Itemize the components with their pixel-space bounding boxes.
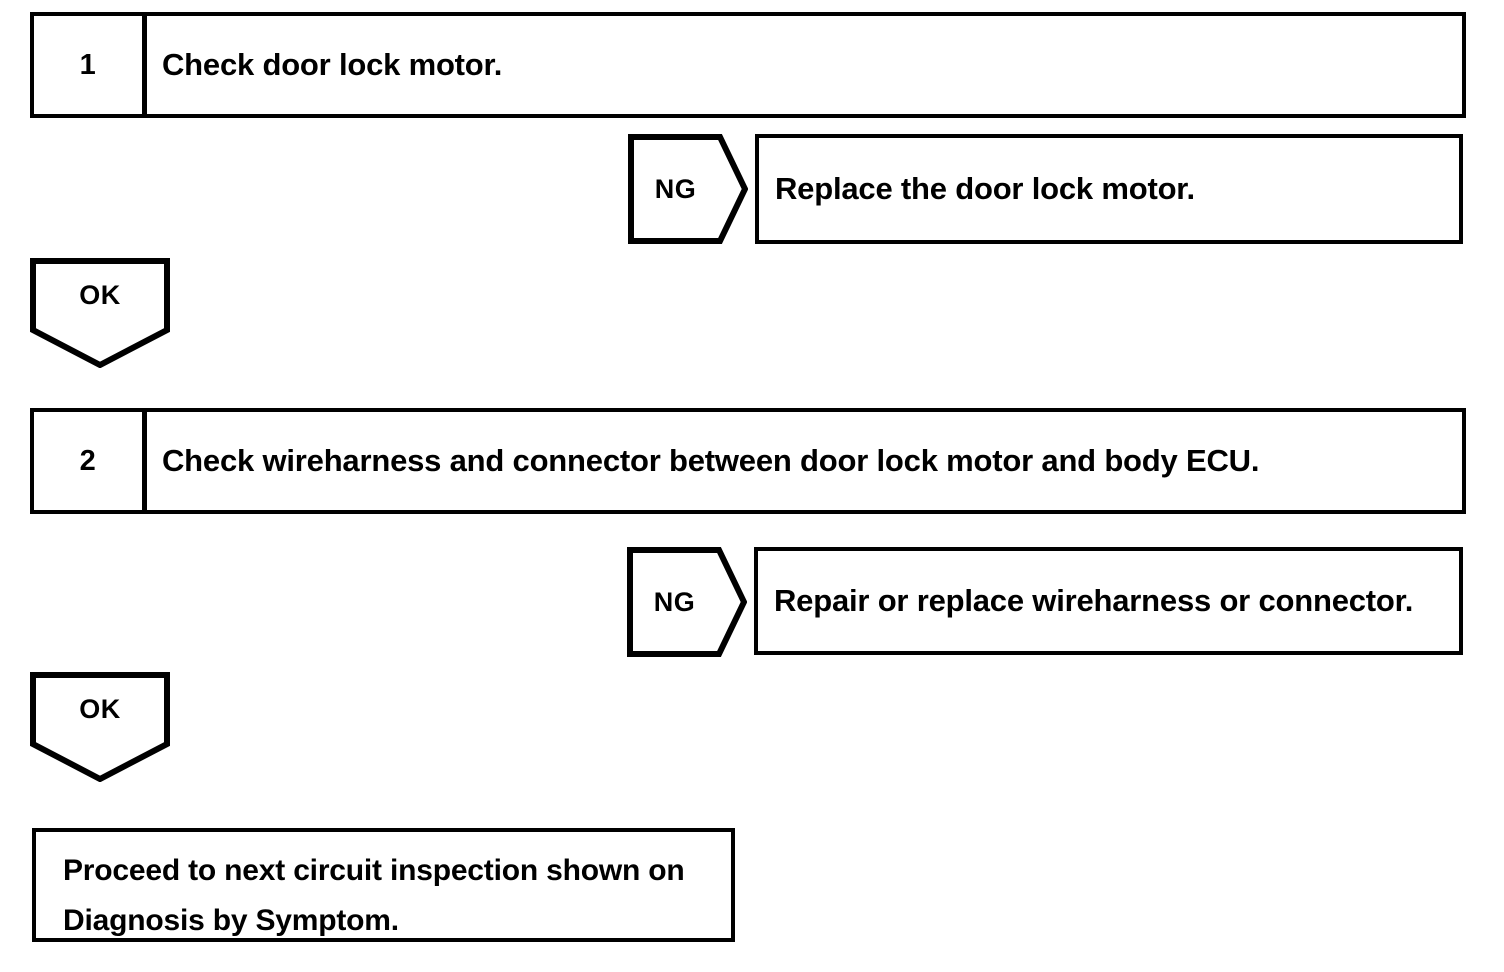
ok-label-1: OK — [79, 279, 121, 310]
step-text-cell-1: Check door lock motor. — [147, 16, 1462, 114]
step-number-cell-1: 1 — [34, 16, 147, 114]
ng-arrow-icon — [628, 134, 748, 244]
ok-arrow-1: OK — [30, 258, 170, 368]
step-box-2: 2 Check wireharness and connector betwee… — [30, 408, 1466, 514]
step-number-cell-2: 2 — [34, 412, 147, 510]
ok-arrow-2: OK — [30, 672, 170, 782]
step-number-2: 2 — [79, 444, 97, 477]
terminal-text-line-2: Diagnosis by Symptom. — [63, 904, 399, 937]
step-instruction-2: Check wireharness and connector between … — [162, 443, 1260, 478]
ng-chevron-2: NG — [627, 547, 747, 657]
ng-label-1: NG — [654, 173, 697, 204]
ok-label-2: OK — [79, 693, 121, 724]
ng-result-text-1: Replace the door lock motor. — [775, 171, 1195, 206]
step-number-1: 1 — [79, 48, 97, 81]
ng-arrow-icon — [627, 547, 747, 657]
terminal-text-line-1: Proceed to next circuit inspection shown… — [63, 854, 685, 887]
ng-result-box-1: Replace the door lock motor. — [755, 134, 1463, 244]
step-box-1: 1 Check door lock motor. — [30, 12, 1466, 118]
terminal-box: Proceed to next circuit inspection shown… — [32, 828, 735, 942]
ng-result-box-2: Repair or replace wireharness or connect… — [754, 547, 1463, 655]
ng-chevron-1: NG — [628, 134, 748, 244]
step-instruction-1: Check door lock motor. — [162, 47, 503, 82]
ng-label-2: NG — [653, 586, 696, 617]
step-text-cell-2: Check wireharness and connector between … — [147, 412, 1462, 510]
ok-arrow-icon — [30, 258, 170, 368]
ng-result-text-2: Repair or replace wireharness or connect… — [774, 583, 1414, 618]
ok-arrow-icon — [30, 672, 170, 782]
